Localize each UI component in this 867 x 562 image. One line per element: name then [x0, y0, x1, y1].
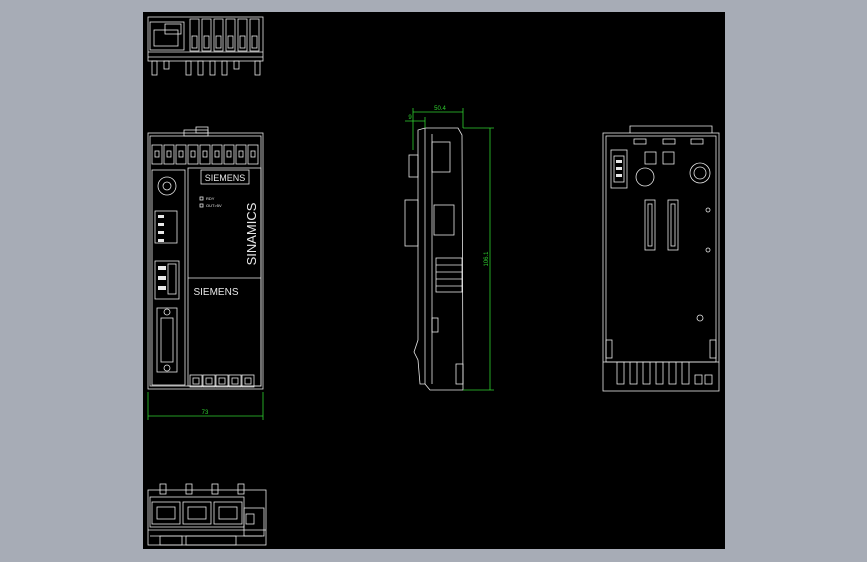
- dim-width-label: 73: [202, 410, 209, 416]
- rear-view: [602, 125, 720, 392]
- rear-terminals: [616, 361, 713, 385]
- front-brand-top: SIEMENS: [205, 173, 246, 183]
- front-view: SIEMENS RDY OUT>5V SINAMICS SIEMENS 73: [147, 126, 264, 420]
- bottom-terminals: [189, 374, 255, 388]
- top-view: [147, 16, 264, 76]
- side-dimensions: 50.4 9 106.1: [405, 106, 494, 391]
- side-view: 50.4 9 106.1: [404, 106, 494, 391]
- led-rdy-label: RDY: [206, 196, 215, 201]
- front-brand-main: SIEMENS: [193, 287, 238, 298]
- width-dimension: 73: [147, 392, 264, 420]
- top-terminals: [151, 144, 259, 165]
- drawing-canvas: [143, 12, 725, 549]
- product-vertical-label: SINAMICS: [244, 202, 259, 265]
- dim-height-label: 106.1: [484, 251, 490, 267]
- dim-depth-small-label: 9: [408, 115, 412, 121]
- dim-depth-label: 50.4: [434, 106, 446, 112]
- bottom-view: [147, 483, 267, 546]
- led-outdy-label: OUT>5V: [206, 203, 222, 208]
